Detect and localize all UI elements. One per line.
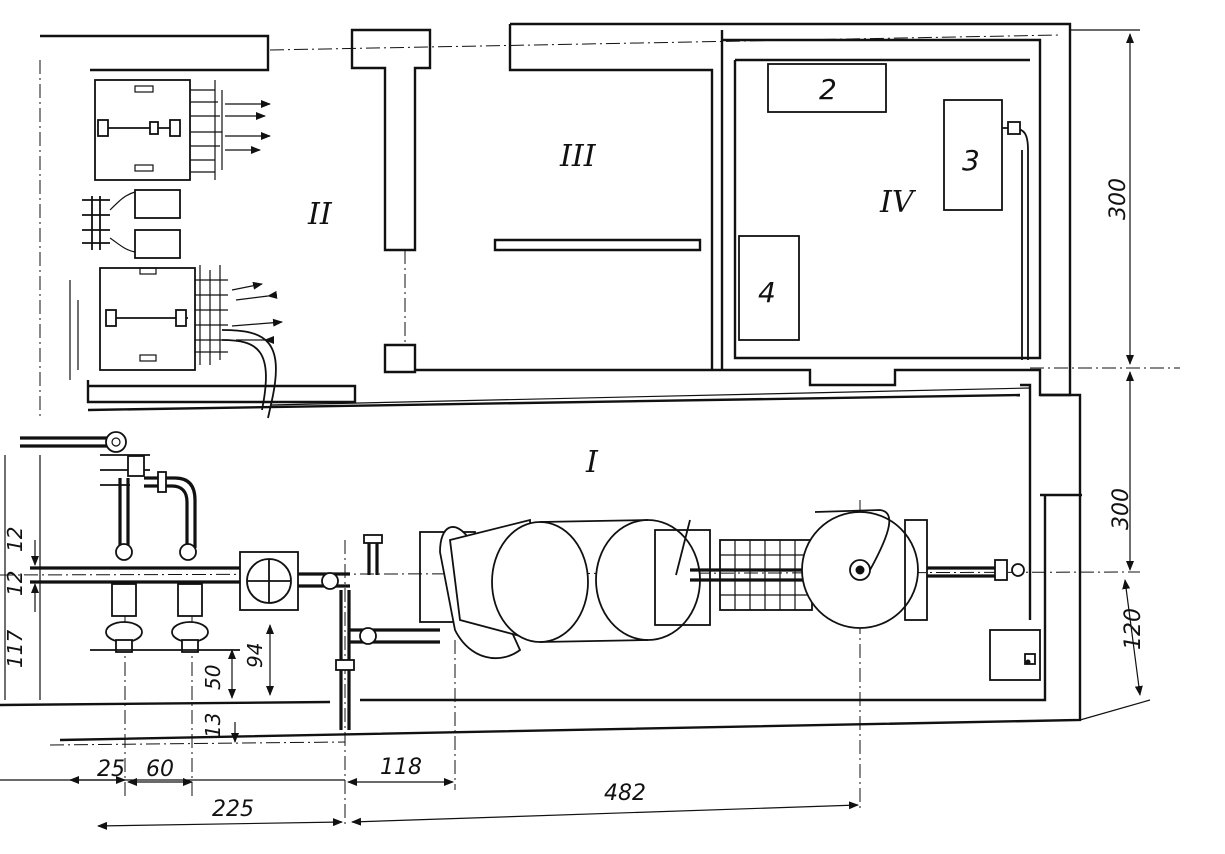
equipment-3-label: 3 (962, 144, 980, 177)
dim-right-lower: 120 (1121, 608, 1146, 650)
dimension-lines (0, 29, 1151, 830)
dim-left-94: 94 (243, 643, 267, 668)
building-walls (0, 22, 1082, 742)
room-3-label: III (559, 139, 597, 174)
equipment-2-box (767, 63, 887, 113)
room-4-equipment (738, 63, 1029, 360)
room-1-equipment (20, 431, 1041, 730)
room-2-label: II (307, 197, 333, 232)
upper-panel-outlets (190, 80, 271, 180)
dim-bottom-225: 225 (212, 797, 254, 822)
room-4-label: IV (879, 185, 917, 220)
lower-panel-outlets (195, 265, 283, 419)
dim-right-upper: 300 (1106, 178, 1131, 220)
dim-left-12-top: 12 (3, 527, 27, 552)
equipment-4-box (738, 235, 800, 341)
dim-bottom-482: 482 (604, 781, 646, 806)
dim-bottom-25: 25 (97, 757, 125, 782)
equipment-4-label: 4 (758, 276, 776, 309)
dim-left-12-bottom: 12 (3, 571, 27, 596)
dim-right-middle: 300 (1109, 488, 1134, 530)
room-2-equipment (69, 79, 283, 419)
dim-bottom-118: 118 (380, 755, 422, 780)
equipment-3-box (943, 99, 1003, 211)
dim-left-13: 13 (201, 713, 225, 738)
equipment-2-label: 2 (819, 73, 837, 106)
dim-bottom-60: 60 (146, 757, 174, 782)
dim-left-117: 117 (3, 630, 27, 668)
dim-left-50: 50 (201, 665, 225, 690)
room-1-label: I (585, 445, 599, 480)
